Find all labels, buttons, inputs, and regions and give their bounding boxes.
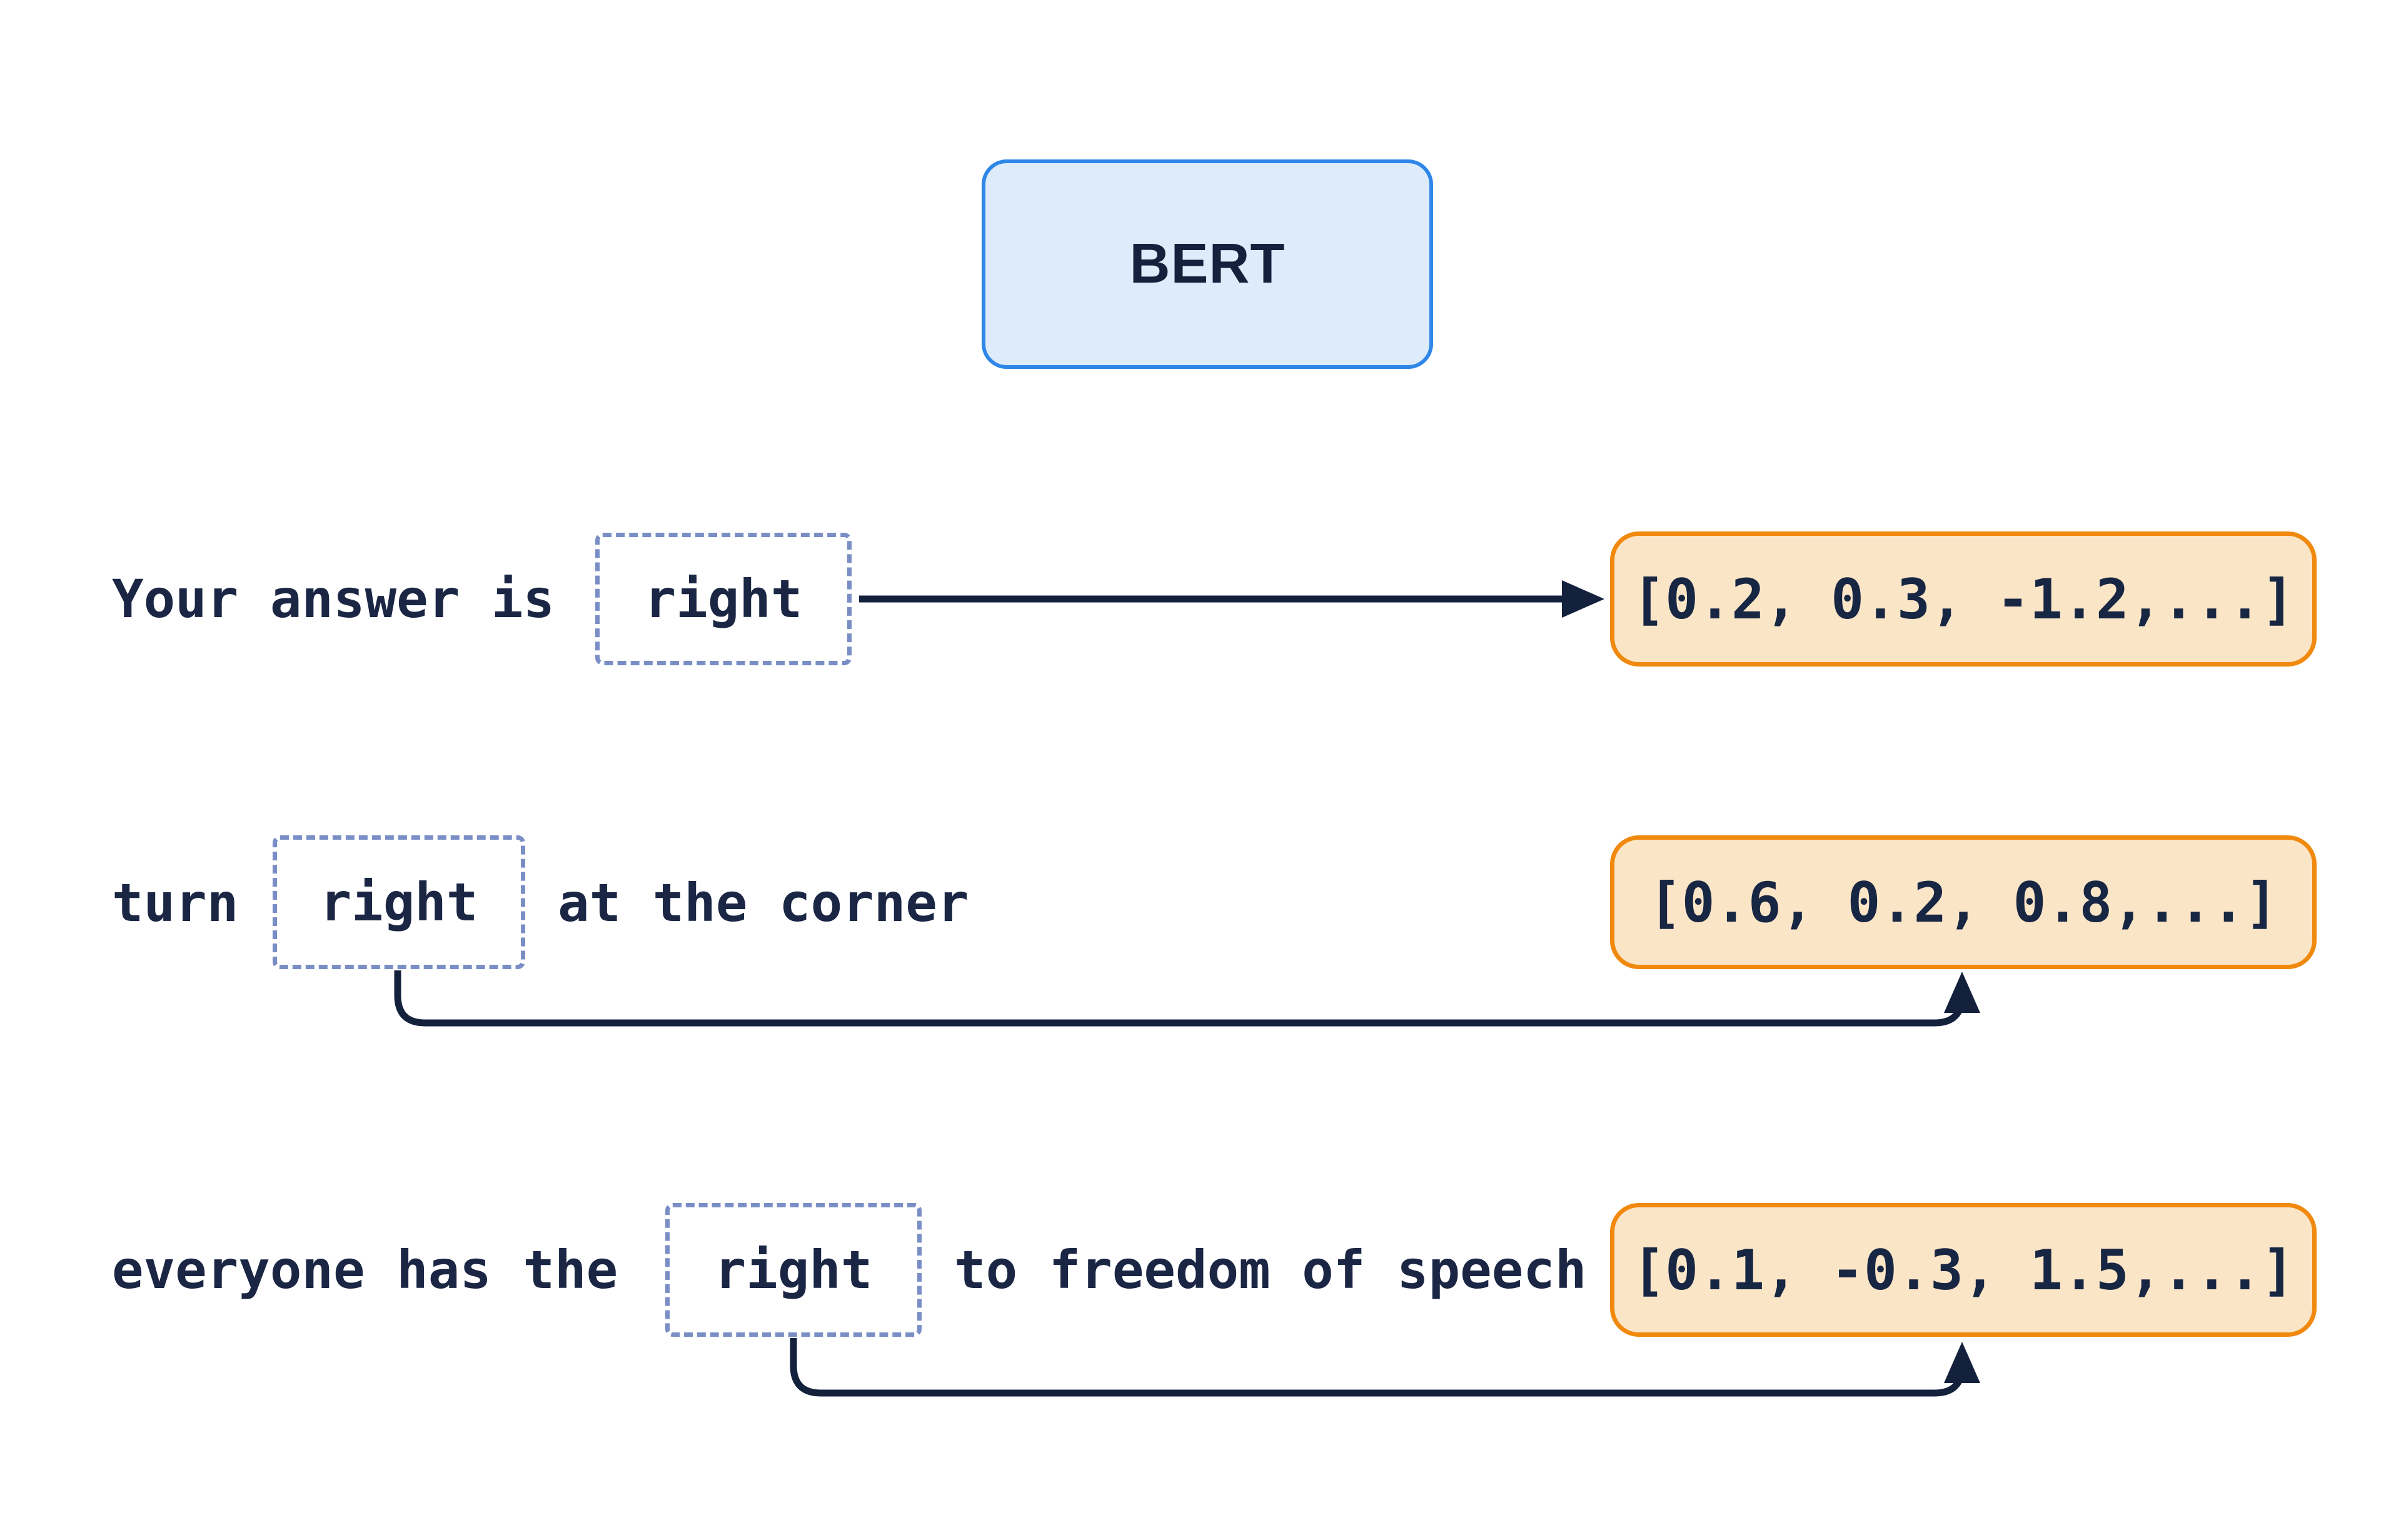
sentence2-vector-box: [0.6, 0.2, 0.8,...] [1610,835,2317,969]
arrow-row1 [859,580,1604,618]
sentence3-suffix: to freedom of speech [954,1239,1587,1301]
arrow-row2-line [394,970,1966,1027]
sentence2-token-box: right [273,835,525,969]
arrow-row3 [790,1338,1980,1397]
sentence3-prefix: everyone has the [112,1239,618,1301]
arrow-row1-head [1562,580,1604,618]
arrow-row2 [394,970,1980,1027]
sentence1-token: right [644,568,803,630]
sentence2-suffix: at the corner [558,872,969,934]
sentence1-token-box: right [595,533,852,665]
arrow-row3-line [790,1338,1966,1397]
sentence2-vector: [0.6, 0.2, 0.8,...] [1648,870,2278,935]
sentence1-vector-box: [0.2, 0.3, -1.2,...] [1610,531,2317,667]
sentence2-prefix: turn [112,872,239,934]
sentence1-prefix: Your answer is [112,568,555,630]
arrow-row2-head [1944,972,1980,1013]
bert-model-label: BERT [1129,233,1286,295]
sentence3-vector-box: [0.1, -0.3, 1.5,...] [1610,1203,2317,1337]
bert-model-node: BERT [982,159,1433,369]
sentence1-vector: [0.2, 0.3, -1.2,...] [1632,566,2295,632]
sentence2-token: right [320,872,478,933]
sentence3-token-box: right [665,1203,922,1337]
sentence3-token: right [714,1239,873,1301]
sentence3-vector: [0.1, -0.3, 1.5,...] [1632,1237,2295,1302]
arrow-row3-head [1944,1342,1980,1383]
